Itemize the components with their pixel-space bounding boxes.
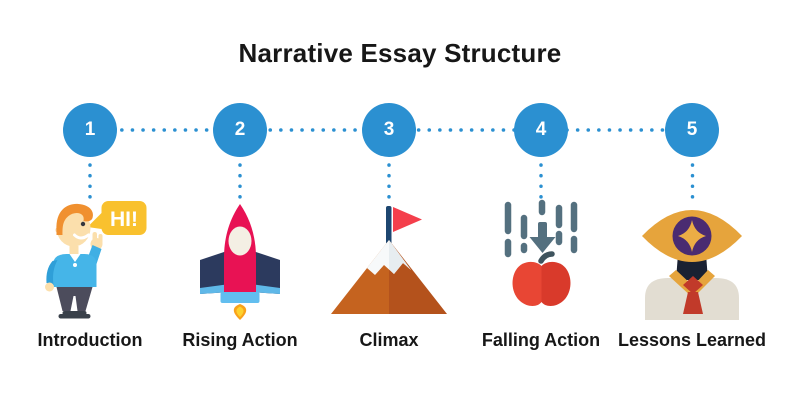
rocket-left-wing <box>200 250 230 294</box>
waving-person-icon: HI! <box>45 201 147 319</box>
step-number-badge: 3 <box>362 103 416 157</box>
step-number: 4 <box>535 119 547 140</box>
tie <box>683 292 703 314</box>
step-rising-action: 2 Rising Action <box>160 0 320 400</box>
rocket-right-wing <box>250 250 280 294</box>
step-number: 5 <box>686 119 698 140</box>
eye-person-icon <box>642 210 742 320</box>
apple-stem <box>538 251 555 264</box>
step-number-badge: 2 <box>213 103 267 157</box>
step-lessons-learned: 5 Lessons Learned <box>612 0 772 400</box>
sparkle-star-icon <box>678 220 706 252</box>
collar <box>69 254 81 262</box>
step-introduction: 1 HI! Introduction <box>10 0 170 400</box>
step-label: Lessons Learned <box>617 330 767 350</box>
mountain-flag-icon <box>331 206 447 314</box>
step-number: 1 <box>84 119 96 140</box>
step-number-badge: 1 <box>63 103 117 157</box>
speech-bubble <box>101 201 147 235</box>
rocket-band <box>220 292 260 303</box>
pants <box>56 287 93 311</box>
rocket-window <box>228 226 252 256</box>
step-label: Introduction <box>37 330 143 350</box>
eye-dot <box>80 221 86 227</box>
step-label: Falling Action <box>481 330 601 350</box>
collar-left <box>669 270 693 298</box>
pedestal-base <box>58 314 91 319</box>
shirt <box>52 254 97 287</box>
flag <box>393 207 422 232</box>
hair <box>56 203 93 235</box>
mountain-right-face <box>389 240 447 314</box>
smile <box>73 233 90 240</box>
left-arm <box>46 260 58 285</box>
rain-dashes <box>504 199 578 258</box>
down-arrow-icon <box>529 237 556 253</box>
step-number-badge: 5 <box>665 103 719 157</box>
tie-knot <box>683 276 703 294</box>
step-number: 2 <box>234 119 246 140</box>
flag-pole <box>386 206 392 244</box>
step-climax: 3 Climax <box>309 0 469 400</box>
step-number: 3 <box>383 119 395 140</box>
page-title: Narrative Essay Structure <box>238 38 562 68</box>
step-number-badge: 4 <box>514 103 568 157</box>
speech-bubble-tail <box>87 213 102 229</box>
step-falling-action: 4 Falling Action <box>461 0 621 400</box>
collar-right <box>693 270 715 298</box>
apple <box>512 261 542 306</box>
step-label: Climax <box>359 330 419 350</box>
rocket-icon <box>200 204 280 320</box>
speech-bubble-text: HI! <box>110 208 138 231</box>
falling-rain-apple-icon <box>504 199 578 306</box>
step-label: Rising Action <box>182 330 298 350</box>
